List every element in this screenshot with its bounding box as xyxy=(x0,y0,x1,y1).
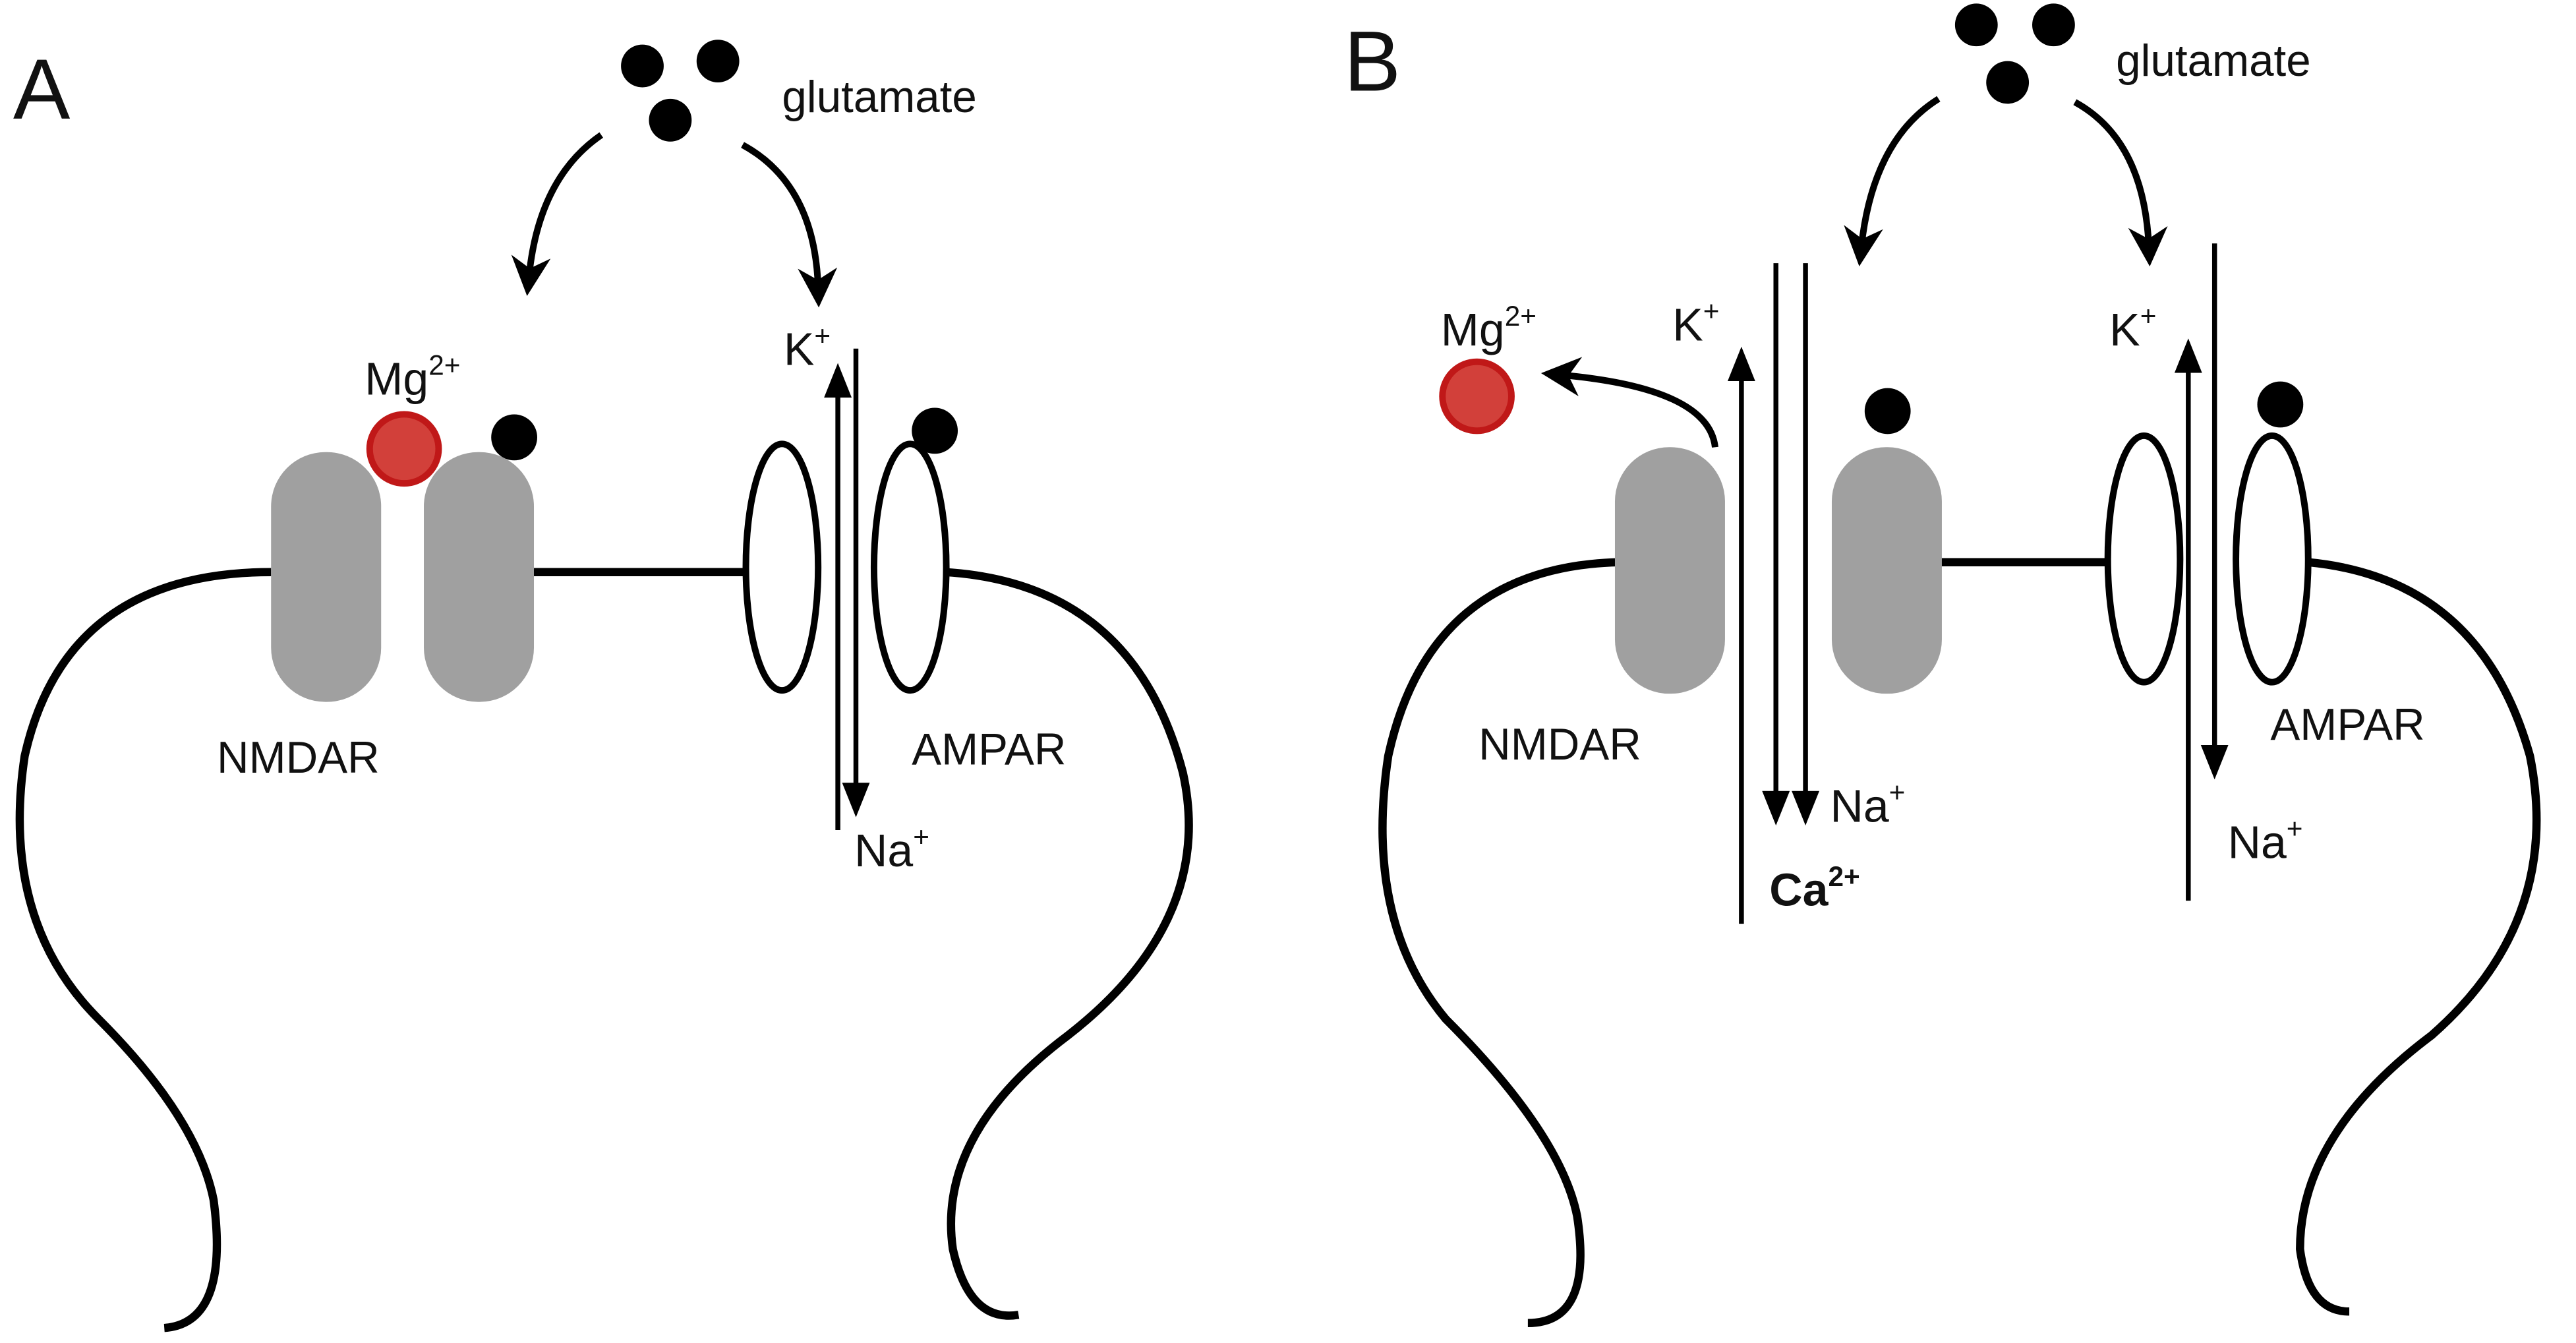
nmdar-label: NMDAR xyxy=(1478,720,1641,769)
glutamate-label: glutamate xyxy=(782,73,976,122)
membrane-left xyxy=(1378,558,1619,1327)
membrane-left xyxy=(15,568,272,1332)
glutamate-arrow-ampar xyxy=(2073,99,2168,267)
bound-glutamate xyxy=(1864,388,1911,434)
ampar-subunit xyxy=(2233,432,2312,686)
ampar-subunit xyxy=(870,440,950,694)
glutamate-molecules xyxy=(1954,3,2075,104)
glutamate-arrow-ampar xyxy=(741,142,838,308)
nmdar-subunit xyxy=(1614,447,1725,694)
na-label: Na+ xyxy=(1830,777,1905,832)
nmdar-label: NMDAR xyxy=(217,733,380,783)
glutamate-dot xyxy=(1986,61,2030,104)
k-label: K+ xyxy=(784,320,831,375)
k-label: K+ xyxy=(1672,295,1719,350)
glutamate-arrow-nmdar xyxy=(511,132,604,296)
glutamate-dot xyxy=(696,40,740,82)
nmdar-subunit xyxy=(424,452,535,702)
nmdar-receptor xyxy=(271,411,537,702)
mg-expulsion-arrow xyxy=(1540,357,1718,448)
glutamate-dot xyxy=(1954,3,1998,47)
ampar-label: AMPAR xyxy=(912,725,1066,774)
nmdar-receptor xyxy=(1439,263,1942,924)
bound-glutamate xyxy=(2257,381,2304,428)
glutamate-dot xyxy=(2032,3,2075,47)
glutamate-molecules xyxy=(621,40,740,142)
nmdar-subunit xyxy=(1831,447,1942,694)
panel-b: B glutamate Mg2+ K+ Na+ Ca2+ NMDAR xyxy=(1344,3,2541,1327)
ampar-label: AMPAR xyxy=(2270,700,2424,750)
glutamate-dot xyxy=(621,44,664,88)
ca-label: Ca2+ xyxy=(1769,861,1859,916)
nmdar-subunit xyxy=(271,452,382,702)
ampar-receptor xyxy=(742,348,958,831)
bound-glutamate xyxy=(912,407,958,454)
panel-letter: B xyxy=(1344,14,1401,109)
mg-ion-blocker xyxy=(366,411,442,487)
membrane-right xyxy=(2296,558,2541,1316)
mg-label: Mg2+ xyxy=(365,350,460,405)
na-label: Na+ xyxy=(2228,813,2303,868)
ampar-receptor xyxy=(2104,243,2312,901)
panel-letter: A xyxy=(13,42,71,137)
bound-glutamate xyxy=(491,414,537,461)
glutamate-dot xyxy=(649,98,692,142)
glutamate-label: glutamate xyxy=(2116,36,2310,86)
k-label: K+ xyxy=(2109,301,2156,355)
mg-ion-expelled xyxy=(1439,358,1515,434)
panel-a: A glutamate Mg2+ NMDAR xyxy=(13,40,1193,1332)
ampar-subunit xyxy=(2104,432,2184,686)
mg-label: Mg2+ xyxy=(1441,301,1537,355)
na-label: Na+ xyxy=(854,821,929,876)
glutamate-arrow-nmdar xyxy=(1844,96,1941,266)
membrane-right xyxy=(944,568,1193,1320)
ampar-subunit xyxy=(742,440,822,694)
